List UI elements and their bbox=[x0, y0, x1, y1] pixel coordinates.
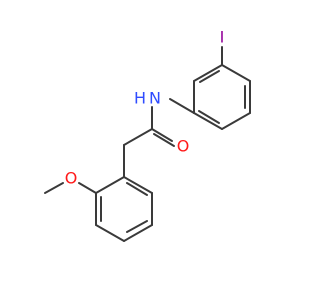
atom-label-carbonyl-oxygen: O bbox=[177, 137, 190, 156]
bond bbox=[153, 133, 175, 147]
molecule-diagram: I N H O O bbox=[44, 28, 251, 242]
bond bbox=[169, 98, 195, 114]
bond bbox=[123, 176, 153, 194]
bond bbox=[151, 128, 173, 142]
bond bbox=[198, 110, 220, 124]
bond bbox=[126, 220, 148, 233]
atom-label-methoxy-oxygen: O bbox=[65, 169, 78, 188]
bond bbox=[123, 224, 153, 242]
bond bbox=[78, 182, 97, 194]
bond bbox=[221, 112, 251, 130]
atom-label-hydrogen: H bbox=[134, 89, 146, 108]
bond bbox=[221, 64, 251, 82]
bond bbox=[123, 128, 153, 146]
bond bbox=[199, 70, 220, 83]
atom-label-iodine: I bbox=[220, 28, 225, 47]
structure-svg: I N H O O bbox=[44, 28, 251, 242]
bonds-layer bbox=[44, 46, 251, 242]
atom-labels-layer: I N H O O bbox=[65, 28, 225, 188]
bond bbox=[193, 112, 223, 130]
bond bbox=[44, 182, 64, 194]
bond bbox=[126, 182, 148, 196]
bond bbox=[95, 176, 125, 194]
bond bbox=[95, 224, 125, 242]
bond bbox=[193, 64, 223, 82]
atom-label-nitrogen: N bbox=[149, 89, 161, 108]
